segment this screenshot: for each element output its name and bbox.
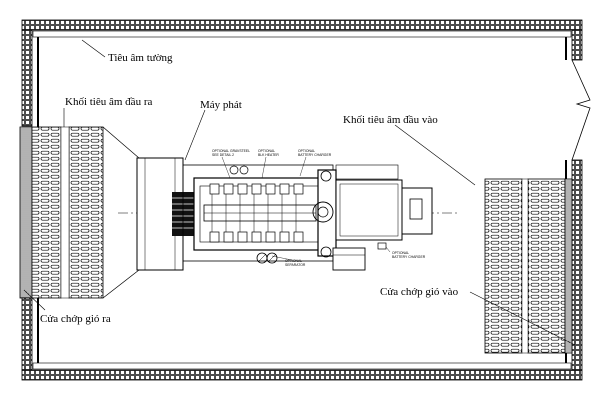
inlet-silencer-block	[484, 178, 566, 354]
outlet-louver	[19, 126, 33, 299]
room-walls	[21, 19, 583, 381]
outlet-silencer-block	[31, 126, 104, 299]
battery-charger-box	[377, 242, 387, 250]
note-4b: SEPARATOR	[285, 263, 306, 267]
note-2: OPTIONAL	[258, 149, 275, 153]
note-1: OPTIONAL GRAVSTEEL	[212, 149, 250, 153]
note-4: OPTIONAL	[285, 259, 302, 263]
note-2b: BLK HEATER	[258, 153, 279, 157]
note-5: OPTIONAL	[392, 251, 409, 255]
note-3: OPTIONAL	[298, 149, 315, 153]
note-5b: BATTERY CHARGER	[392, 255, 426, 259]
note-3b: BATTERY CHARGER	[298, 153, 332, 157]
cylinder-heads-bottom	[209, 231, 304, 243]
generator-set	[136, 157, 433, 271]
inlet-silencer-label: Khối tiêu âm đầu vào	[343, 114, 438, 126]
filters	[229, 165, 278, 264]
generator-label: Máy phát	[200, 99, 242, 111]
alternator	[335, 179, 403, 241]
cylinder-heads-top	[209, 183, 304, 195]
alternator-end	[401, 187, 433, 235]
equipment-callouts: OPTIONAL GRAVSTEEL SEE DETAIL 2 OPTIONAL…	[212, 149, 426, 267]
inlet-louver	[564, 178, 573, 354]
duct-transition	[102, 126, 140, 299]
outlet-silencer-label: Khối tiêu âm đầu ra	[65, 96, 152, 108]
outlet-louver-label: Cửa chớp gió ra	[40, 313, 111, 325]
note-1b: SEE DETAIL 2	[212, 153, 234, 157]
wall-silencer-label: Tiêu âm tường	[108, 52, 173, 64]
inlet-louver-label: Cửa chớp gió vào	[380, 286, 459, 298]
wall-break-line	[571, 59, 591, 161]
leader-lines	[23, 39, 576, 346]
control-box	[332, 247, 366, 271]
